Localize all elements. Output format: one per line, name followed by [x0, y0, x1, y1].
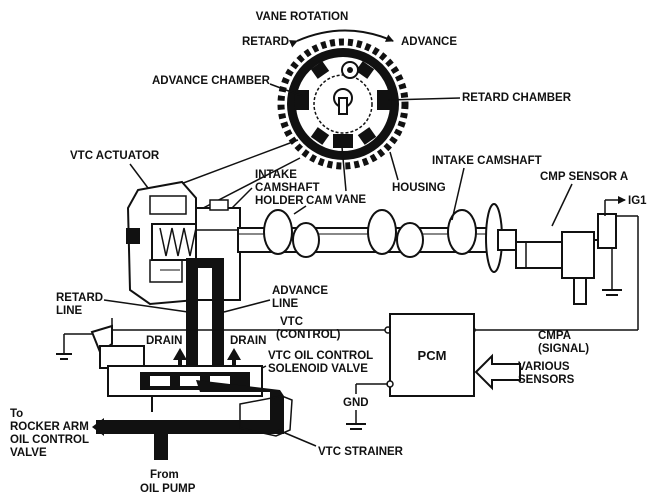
oil-supply-pipes	[92, 380, 284, 460]
sensors-label: SENSORS	[518, 374, 575, 386]
housing-label: HOUSING	[392, 182, 446, 194]
oil-lines	[186, 258, 224, 374]
ig1-label: IG1	[628, 195, 647, 207]
cmp-sensor-a	[515, 213, 617, 305]
advance-chamber-label: ADVANCE CHAMBER	[152, 75, 271, 87]
various-label: VARIOUS	[518, 361, 570, 373]
vtc-label: VTC	[280, 316, 303, 328]
vtc-actuator-label: VTC ACTUATOR	[70, 150, 160, 162]
various-sensors-arrow	[474, 353, 521, 391]
cam-label: CAM	[306, 195, 332, 207]
to-rocker-label-3: OIL CONTROL	[10, 434, 89, 446]
solenoid-ground	[56, 333, 92, 360]
from-pump-label-2: OIL PUMP	[140, 483, 196, 495]
retard-line-label-2: LINE	[56, 305, 83, 317]
advance-line-label-2: LINE	[272, 298, 299, 310]
pcm-box	[389, 313, 475, 397]
vane-rotation-arrow	[288, 29, 394, 48]
intake-camshaft-holder-label-1: INTAKE	[255, 169, 297, 181]
intake-camshaft-holder-label-2: CAMSHAFT	[255, 182, 320, 194]
intake-camshaft	[237, 203, 517, 273]
retard-chamber-label: RETARD CHAMBER	[462, 92, 572, 104]
vane-rotation-label: VANE ROTATION	[256, 11, 349, 23]
to-rocker-label-2: ROCKER ARM	[10, 421, 89, 433]
solenoid-label-2: SOLENOID VALVE	[268, 363, 368, 375]
vtc-actuator-detail	[277, 38, 409, 170]
intake-camshaft-label: INTAKE CAMSHAFT	[432, 155, 542, 167]
pcm-label: PCM	[418, 348, 447, 363]
advance-chamber-block	[296, 90, 309, 110]
gnd-label: GND	[343, 397, 369, 409]
retard-line-label-1: RETARD	[56, 292, 103, 304]
to-rocker-label-4: VALVE	[10, 447, 47, 459]
advance-label: ADVANCE	[401, 36, 457, 48]
drain-right-label: DRAIN	[230, 335, 266, 347]
solenoid-label-1: VTC OIL CONTROL	[268, 350, 373, 362]
vtc-strainer	[239, 395, 293, 437]
cmp-sensor-a-label: CMP SENSOR A	[540, 171, 628, 183]
intake-camshaft-holder-label-3: HOLDER	[255, 195, 304, 207]
vane-label: VANE	[335, 194, 366, 206]
from-pump-label-1: From	[150, 469, 179, 481]
advance-line-label-1: ADVANCE	[272, 285, 328, 297]
vtc-control-wire	[111, 318, 392, 334]
retard-chamber-block	[377, 90, 390, 110]
signal-label: (SIGNAL)	[538, 343, 589, 355]
vtc-strainer-label: VTC STRAINER	[318, 446, 404, 458]
drain-right-arrow	[227, 348, 241, 368]
ig1-wire	[602, 196, 626, 296]
drain-left-arrow	[173, 348, 187, 368]
retard-label: RETARD	[242, 36, 289, 48]
to-rocker-label-1: To	[10, 408, 23, 420]
control-label: (CONTROL)	[276, 329, 341, 341]
cmpa-label: CMPA	[538, 330, 571, 342]
gnd-wire	[346, 383, 388, 430]
vane-block	[333, 134, 353, 148]
drain-left-label: DRAIN	[146, 335, 182, 347]
